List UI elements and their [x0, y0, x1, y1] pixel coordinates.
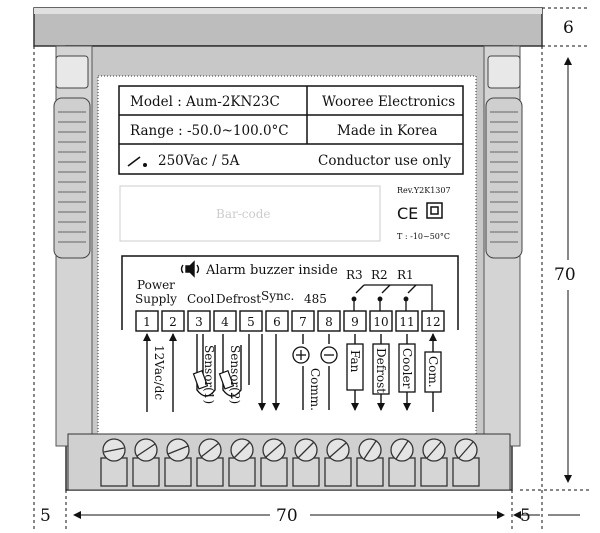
rev-label: Rev.Y2K1307	[397, 186, 451, 195]
terminal-9: 9	[351, 315, 359, 329]
fan-label: Fan	[348, 350, 362, 373]
terminal-11: 11	[399, 315, 414, 329]
buzzer-icon	[180, 260, 200, 278]
supply-label: Supply	[135, 292, 177, 306]
terminal-8: 8	[325, 315, 333, 329]
terminal-12: 12	[425, 315, 440, 329]
range-label: Range : -50.0~100.0°C	[130, 123, 289, 139]
dim-left-margin: 5	[40, 506, 51, 526]
terminal-4: 4	[221, 315, 229, 329]
comm-minus-icon	[320, 346, 338, 364]
terminal-5: 5	[247, 315, 255, 329]
relay-contacts	[351, 284, 433, 311]
switch-icon	[127, 156, 147, 167]
dim-bottom: 70	[276, 506, 298, 526]
terminal-strip	[135, 310, 445, 332]
wiring-frame	[121, 255, 459, 330]
sensor1-probe	[192, 370, 209, 390]
left-latch	[53, 55, 91, 259]
power-label: Power	[137, 278, 175, 292]
dim-top: 6	[563, 18, 574, 38]
sensor2-label: Sensor(2)	[228, 345, 242, 404]
terminal-10: 10	[373, 315, 388, 329]
r2-label: R2	[371, 268, 388, 282]
terminal-6: 6	[273, 315, 281, 329]
defrost-label: Defrost	[216, 292, 261, 306]
barcode-label: Bar-code	[216, 207, 271, 221]
dim-right: 70	[554, 265, 576, 285]
dimension-arrows	[73, 57, 580, 519]
r3-label: R3	[346, 268, 363, 282]
model-label: Model : Aum-2KN23C	[130, 94, 280, 110]
rating-label: 250Vac / 5A	[158, 153, 240, 169]
comm-plus-icon	[292, 346, 310, 364]
terminal-7: 7	[299, 315, 307, 329]
v12-label: 12Vac/dc	[152, 345, 166, 400]
barcode-area	[119, 185, 381, 242]
top-cover	[33, 7, 543, 47]
conductor-label: Conductor use only	[318, 153, 451, 169]
com-label: Com.	[426, 356, 440, 388]
dimension-lines	[33, 7, 590, 530]
dim-right-margin: 5	[520, 506, 531, 526]
rs485-label: 485	[304, 292, 327, 306]
double-insulation-icon	[426, 202, 443, 219]
maker-label: Wooree Electronics	[322, 94, 455, 110]
right-latch	[485, 55, 523, 259]
r1-label: R1	[397, 268, 414, 282]
screws	[100, 438, 480, 487]
cool-label: Cool	[187, 292, 215, 306]
alarm-label: Alarm buzzer inside	[205, 263, 338, 278]
sync-label: Sync.	[261, 289, 294, 303]
ce-mark: CE	[397, 204, 418, 223]
cooler-label: Cooler	[400, 348, 414, 389]
terminal-2: 2	[169, 315, 177, 329]
origin-label: Made in Korea	[337, 123, 437, 139]
terminal-3: 3	[195, 315, 203, 329]
terminal-1: 1	[143, 315, 151, 329]
sensor2-probe	[218, 370, 235, 390]
info-table	[118, 85, 464, 175]
temp-label: T : -10~50°C	[397, 232, 450, 241]
defrost-out-label: Defrost	[374, 348, 388, 393]
comm-label: Comm.	[308, 368, 322, 411]
sensor1-label: Sensor(1)	[202, 345, 216, 404]
